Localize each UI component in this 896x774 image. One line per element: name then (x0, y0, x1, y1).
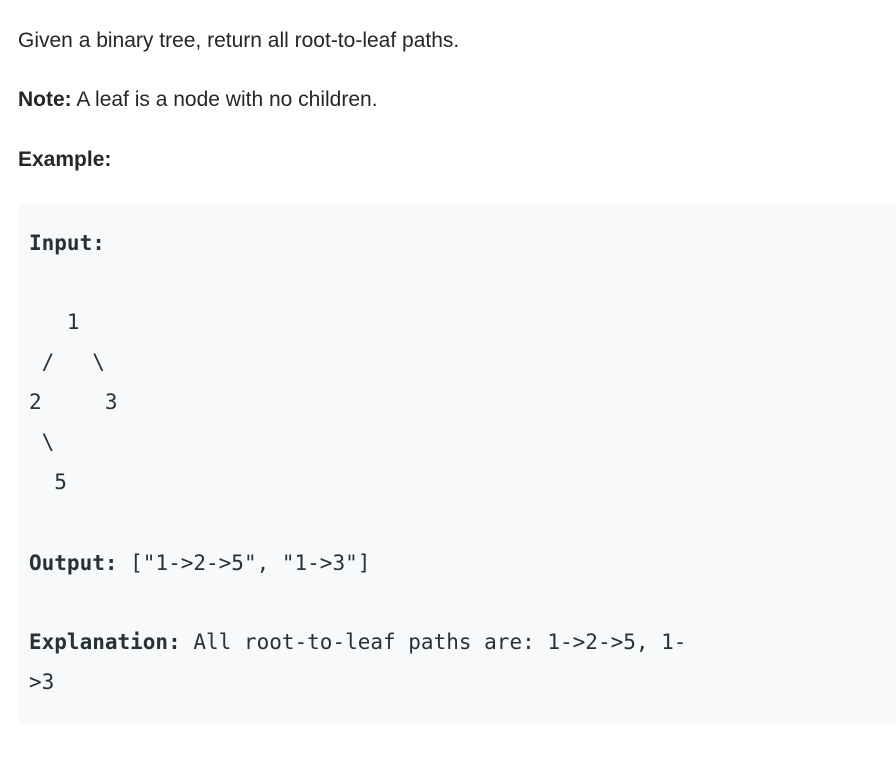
tree-line: 2 3 (29, 390, 118, 414)
output-line: Output: ["1->2->5", "1->3"] (29, 543, 370, 583)
tree-line: \ (29, 430, 55, 454)
explanation-text: All root-to-leaf paths are: 1->2->5, 1- (180, 630, 687, 654)
tree-line: / \ (29, 350, 105, 374)
explanation-line: Explanation: All root-to-leaf paths are:… (29, 622, 686, 662)
example-code-block (18, 204, 896, 724)
note-text: A leaf is a node with no children. (71, 88, 378, 111)
explanation-wrap-text: >3 (29, 670, 55, 694)
intro-text: Given a binary tree, return all root-to-… (18, 29, 460, 52)
output-value: ["1->2->5", "1->3"] (117, 551, 371, 575)
input-label: Input: (29, 231, 105, 255)
note-label: Note: (18, 88, 72, 111)
tree-diagram: 1 / \ 2 3 \ 5 (29, 302, 118, 502)
example-heading: Example: (18, 148, 112, 171)
note-paragraph: Note: A leaf is a node with no children. (18, 86, 378, 114)
tree-line: 5 (29, 470, 67, 494)
explanation-label: Explanation: (29, 630, 181, 654)
output-label: Output: (29, 551, 118, 575)
input-line: Input: (29, 223, 105, 263)
explanation-wrap-line: >3 (29, 662, 54, 702)
tree-line: 1 (29, 310, 80, 334)
